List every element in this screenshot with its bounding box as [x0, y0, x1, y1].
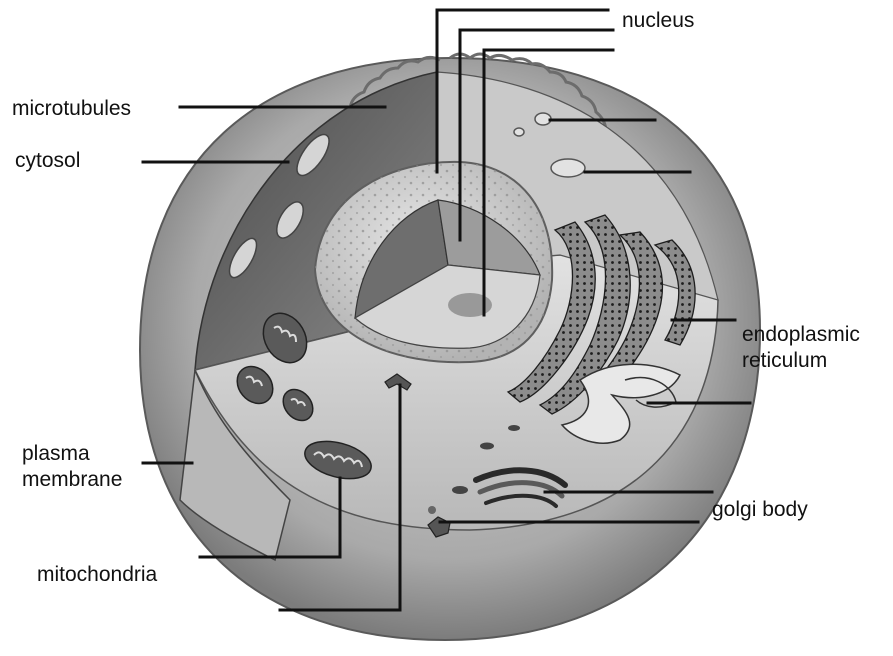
label-er-line2: reticulum [742, 348, 860, 374]
label-cytosol: cytosol [15, 148, 80, 174]
label-nucleus: nucleus [622, 8, 694, 34]
label-er-line1: endoplasmic [742, 322, 860, 348]
label-mitochondria: mitochondria [37, 562, 157, 588]
label-golgi-body: golgi body [712, 497, 808, 523]
label-plasma-line2: membrane [22, 467, 122, 493]
label-endoplasmic-reticulum: endoplasmic reticulum [742, 322, 860, 374]
label-plasma-line1: plasma [22, 441, 122, 467]
vesicle [514, 128, 524, 136]
label-plasma-membrane: plasma membrane [22, 441, 122, 493]
vesicle [551, 159, 585, 177]
label-microtubules: microtubules [12, 96, 131, 122]
